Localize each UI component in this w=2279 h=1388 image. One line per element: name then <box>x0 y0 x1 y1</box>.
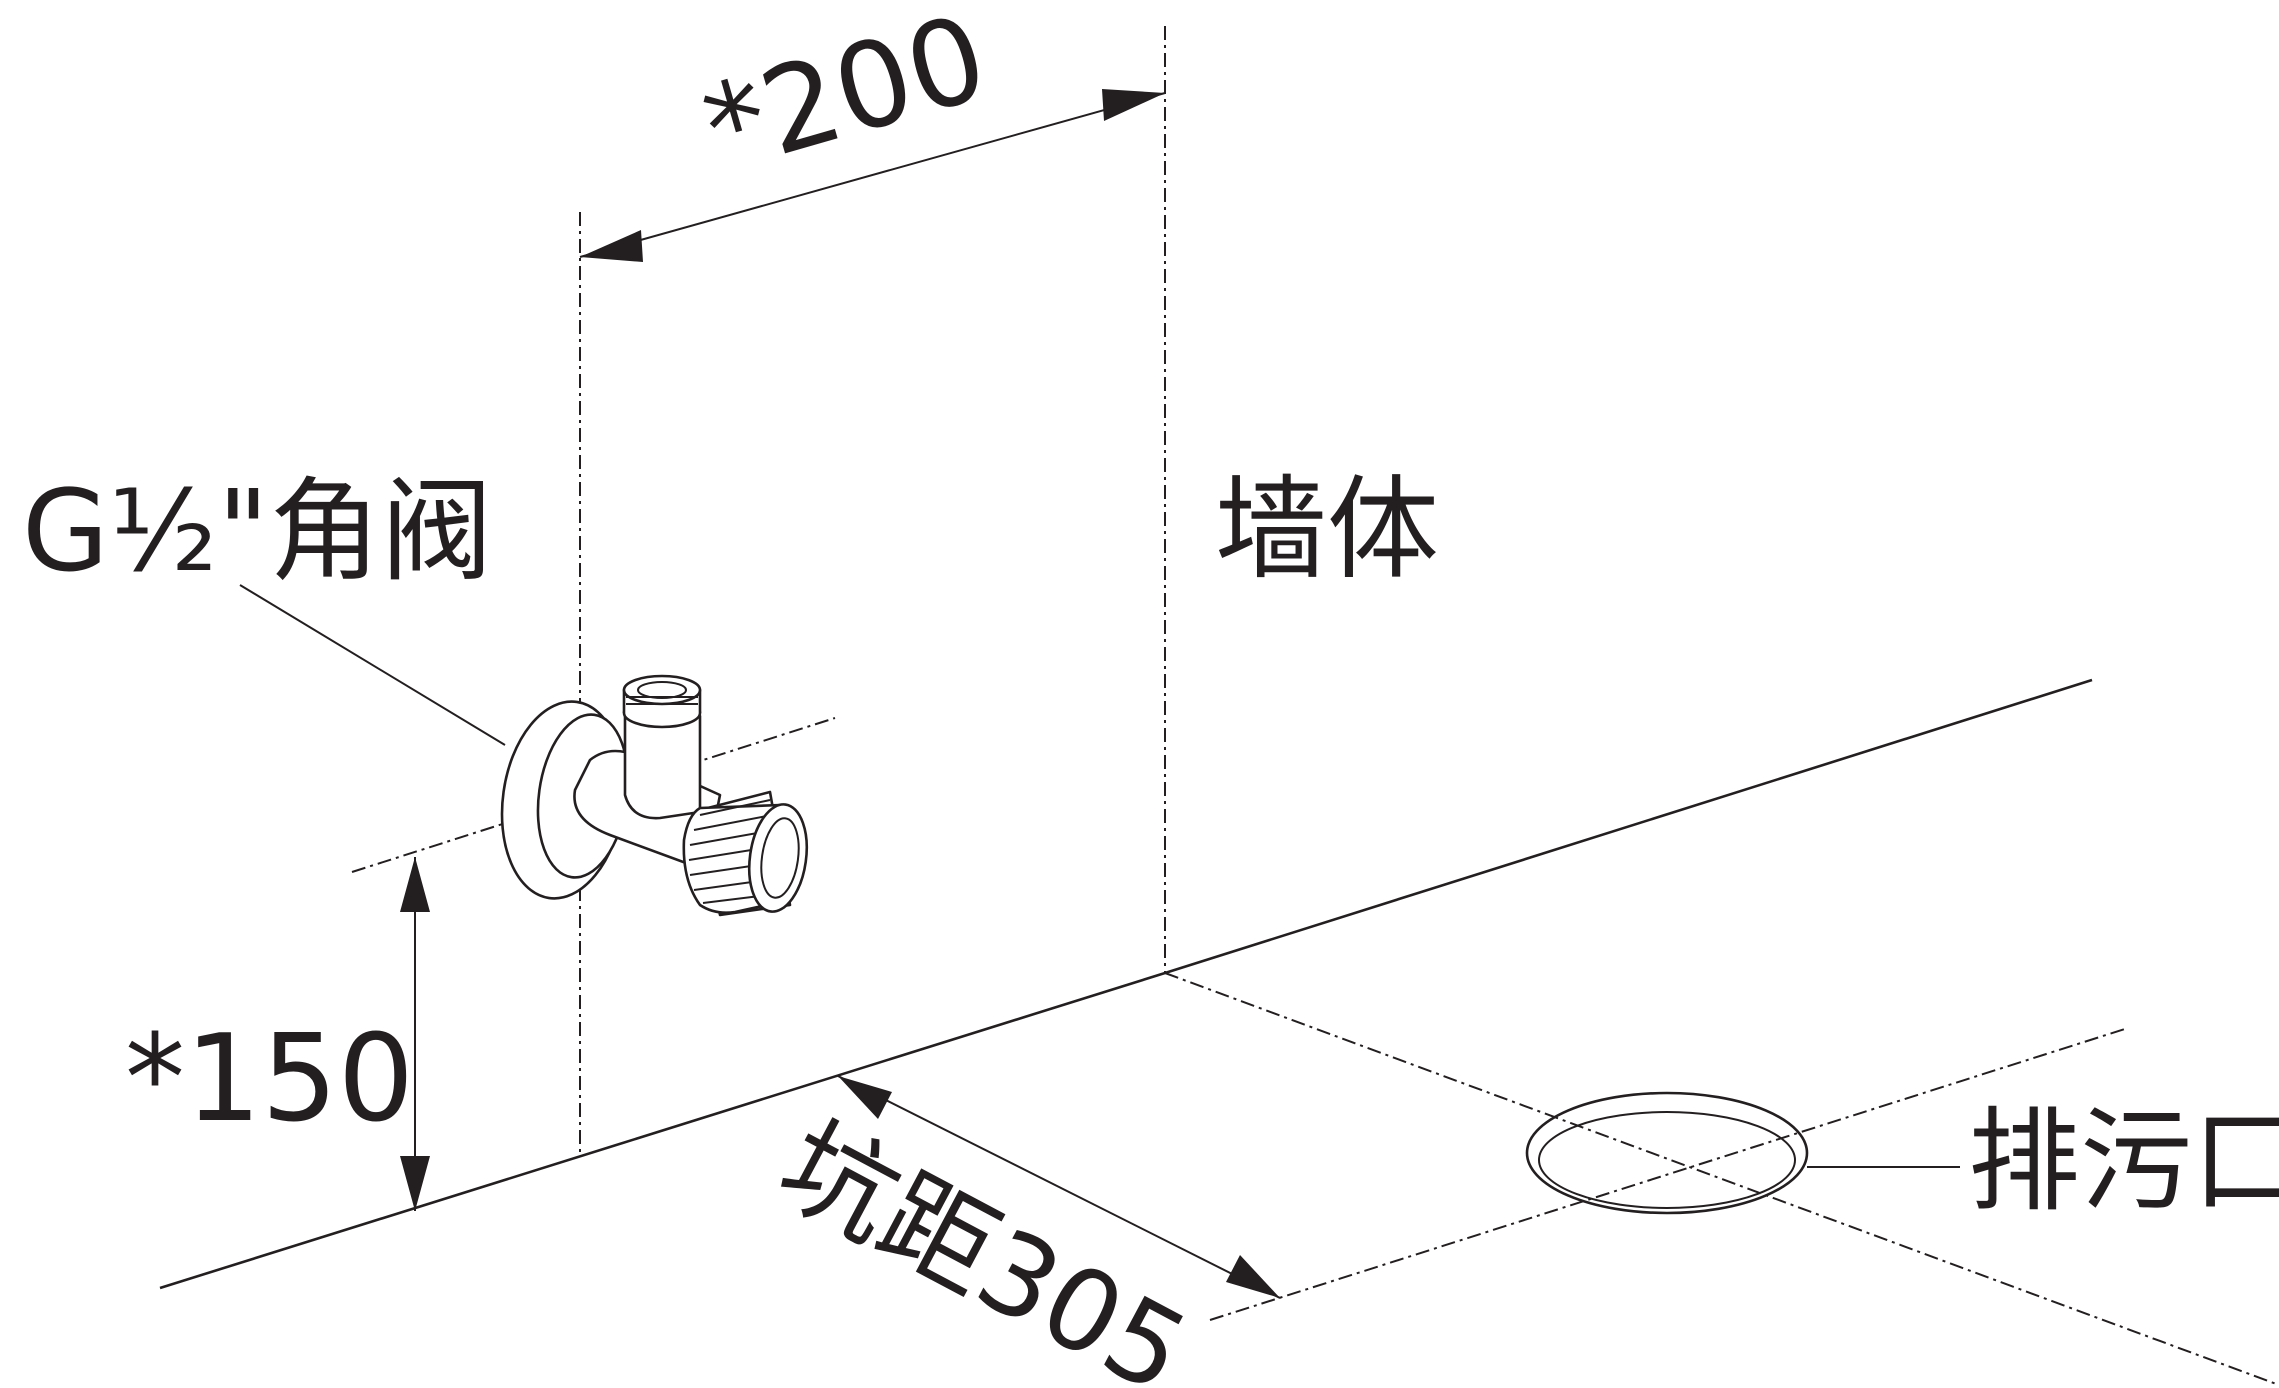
dimension-305: 坑距305 <box>759 1075 1281 1388</box>
drain-label: 排污口 <box>1968 1097 2279 1227</box>
angle-valve <box>500 674 809 917</box>
dimension-150-label: *150 <box>125 1010 414 1149</box>
arrowhead-bottom <box>400 1156 430 1211</box>
valve-callout: G½"角阀 <box>22 467 506 746</box>
drain-outlet: 排污口 <box>1525 1091 2279 1227</box>
valve-label: G½"角阀 <box>22 467 493 597</box>
dimension-200-label: *200 <box>690 0 1001 199</box>
arrowhead-top <box>400 857 430 912</box>
floor-wall-edge <box>159 678 2093 1290</box>
arrowhead-right <box>1102 89 1165 121</box>
dimension-150: *150 <box>125 857 430 1211</box>
arrowhead-upper <box>838 1076 892 1119</box>
dimension-305-label: 坑距305 <box>759 1099 1207 1388</box>
arrowhead-left <box>580 230 643 262</box>
arrowhead-lower <box>1226 1255 1280 1298</box>
wall-label: 墙体 <box>1215 465 1439 595</box>
drain-axis-lines <box>1164 972 2279 1386</box>
dimension-200: *200 <box>579 0 1166 262</box>
